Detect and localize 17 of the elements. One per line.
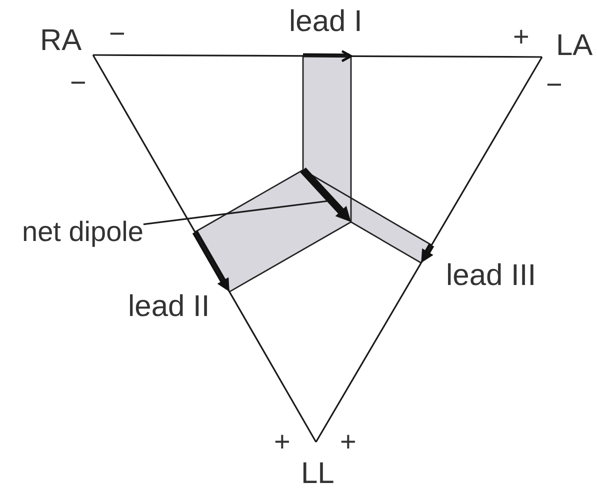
polarity-sign: + (513, 23, 530, 51)
edge-label: lead II (128, 292, 210, 322)
electrode-label: LL (301, 459, 334, 489)
triangle-side (92, 54, 317, 442)
edge-label: lead III (446, 261, 536, 291)
polarity-sign: + (274, 428, 290, 456)
polarity-sign: − (546, 71, 562, 99)
edge-label: lead I (289, 7, 362, 37)
triangle-side (93, 50, 542, 62)
callout-label: net dipole (22, 218, 144, 246)
polarity-sign: + (340, 428, 356, 456)
polarity-sign: − (109, 20, 126, 48)
electrode-label: RA (40, 26, 82, 56)
triangle-side (315, 56, 543, 442)
electrode-label: LA (556, 31, 593, 61)
leader-line (143, 200, 328, 226)
polarity-sign: − (70, 69, 86, 97)
